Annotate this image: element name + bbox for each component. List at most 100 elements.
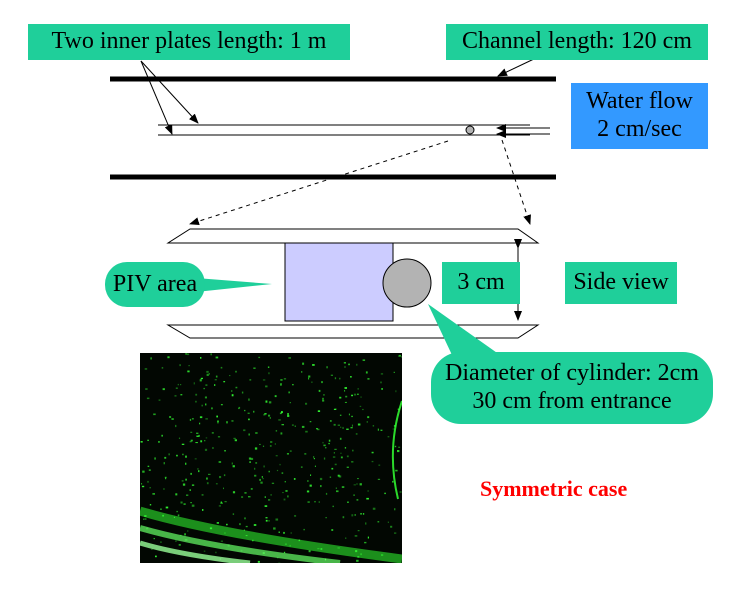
particle	[182, 483, 186, 486]
particle	[191, 418, 194, 420]
particle	[144, 518, 147, 520]
particle	[189, 489, 191, 491]
particle	[206, 482, 209, 485]
particle	[333, 452, 335, 454]
particle	[333, 423, 336, 426]
particle	[232, 491, 236, 494]
particle	[151, 548, 153, 550]
particle	[301, 425, 305, 428]
particle	[238, 408, 240, 410]
particle	[348, 413, 350, 416]
particle	[278, 531, 280, 533]
particle	[241, 391, 244, 394]
particle	[250, 457, 254, 460]
particle	[308, 375, 311, 378]
particle	[259, 478, 261, 481]
particle	[288, 391, 290, 394]
particle	[176, 454, 178, 457]
particle	[245, 525, 248, 528]
particle	[392, 428, 394, 430]
particle	[200, 377, 203, 380]
wall-glow-2	[140, 525, 341, 563]
particle	[371, 460, 374, 463]
particle	[232, 465, 235, 468]
particle	[217, 436, 221, 438]
particle	[204, 396, 207, 399]
particle	[145, 388, 148, 390]
particle	[196, 435, 199, 437]
particle	[321, 381, 323, 384]
piv-particles	[140, 353, 402, 563]
particle	[302, 362, 305, 365]
piv-area-label: PIV area	[105, 262, 205, 307]
particle	[308, 377, 310, 380]
particle	[360, 513, 362, 515]
particle	[182, 453, 184, 456]
particle	[328, 442, 330, 445]
particle	[233, 437, 236, 440]
particle	[287, 413, 289, 416]
particle	[211, 407, 213, 410]
particle	[356, 363, 358, 366]
particle	[325, 492, 328, 495]
particle	[305, 430, 308, 433]
particle	[346, 455, 349, 458]
particle	[345, 537, 347, 539]
particle	[275, 518, 279, 521]
particle	[357, 478, 359, 480]
particle	[357, 530, 360, 532]
particle	[329, 476, 332, 478]
particle	[290, 532, 292, 534]
particle	[206, 477, 208, 480]
particle	[267, 366, 270, 368]
particle	[265, 519, 268, 522]
particle	[231, 420, 234, 422]
particle	[384, 492, 386, 495]
particle	[291, 424, 294, 426]
particle	[206, 373, 209, 376]
particle	[254, 447, 258, 450]
particle	[261, 476, 263, 478]
particle	[248, 457, 252, 460]
particle	[398, 354, 401, 357]
particle	[331, 529, 334, 531]
particle	[263, 414, 266, 416]
three-cm-label: 3 cm	[442, 262, 520, 304]
particle	[265, 400, 268, 403]
particle	[397, 450, 400, 453]
particle	[351, 461, 354, 463]
particle	[339, 377, 341, 380]
particle	[283, 551, 286, 553]
particle	[239, 523, 241, 526]
particle	[243, 529, 245, 531]
particle	[231, 394, 234, 397]
particle	[232, 513, 235, 515]
particle	[195, 400, 197, 403]
particle	[248, 433, 250, 436]
particle	[141, 483, 143, 485]
particle	[331, 467, 334, 470]
particle	[211, 432, 214, 434]
particle	[244, 492, 247, 494]
particle	[304, 453, 307, 455]
cylinder-small	[465, 125, 475, 135]
particle	[265, 517, 268, 519]
particle	[185, 462, 187, 465]
particle	[189, 441, 192, 443]
particle	[309, 484, 312, 487]
particle	[334, 448, 337, 450]
particle	[282, 492, 284, 494]
particle	[215, 551, 217, 554]
particle	[258, 356, 261, 359]
particle	[367, 536, 369, 539]
particle	[147, 480, 149, 483]
particle	[339, 396, 342, 399]
side-view-bottom-plate	[166, 324, 540, 339]
piv-area-text: PIV area	[112, 270, 198, 297]
particle	[185, 455, 187, 458]
channel-length-text: Channel length: 120 cm	[462, 28, 692, 55]
particle	[250, 488, 253, 490]
particle	[377, 428, 379, 431]
particle	[330, 374, 333, 376]
particle	[247, 412, 250, 414]
